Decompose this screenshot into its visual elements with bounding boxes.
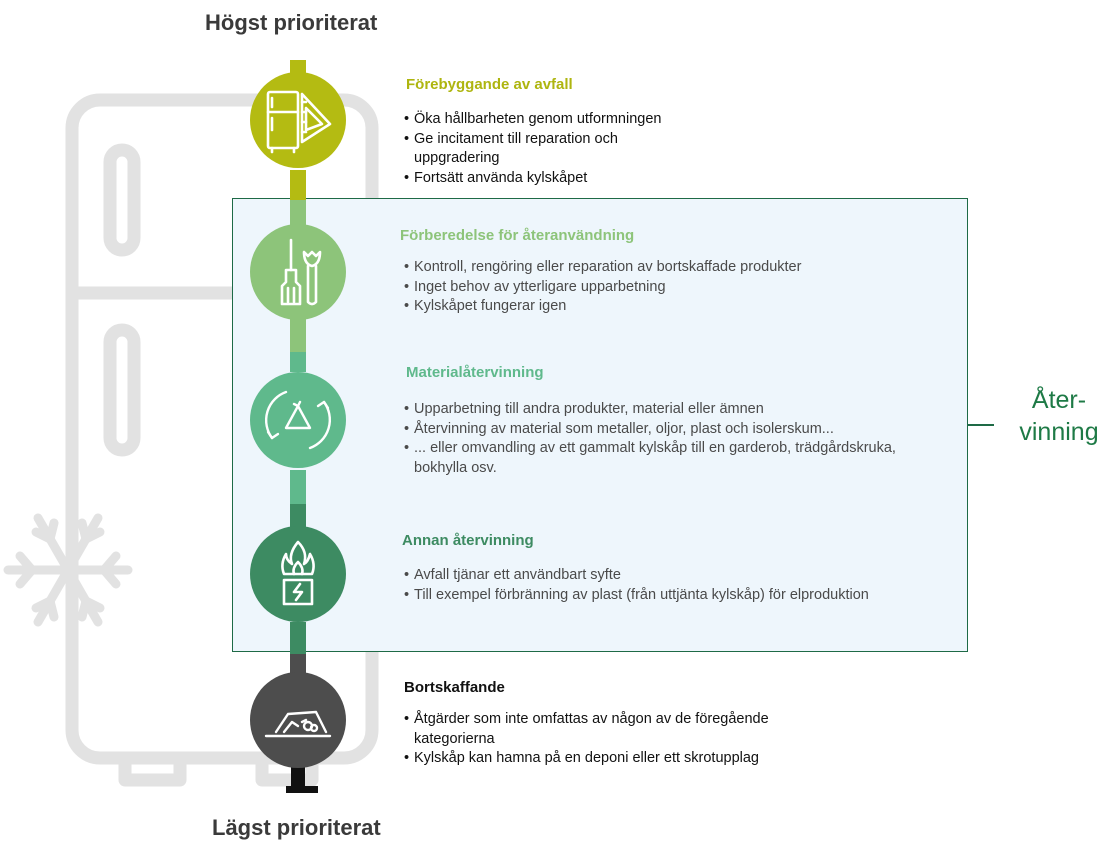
landfill-icon: [264, 710, 332, 738]
prevention-circle: [250, 72, 346, 168]
list-item: Ge incitament till reparation och uppgra…: [404, 130, 704, 169]
list-item: Fortsätt använda kylskåpet: [404, 169, 704, 189]
screwdriver-wrench-icon: [280, 238, 322, 306]
list-item: Kylskåp kan hamna på en deponi eller ett…: [404, 749, 844, 769]
prevention-title: Förebyggande av avfall: [406, 76, 573, 93]
spine-foot: [291, 766, 305, 788]
snowflake-icon: [3, 513, 133, 627]
list-item: Inget behov av ytterligare upparbetning: [404, 278, 924, 298]
recycling-title: Materialåtervinning: [406, 364, 544, 381]
recovery-label-line1: Åter-: [1031, 386, 1087, 414]
reuse-bullets: Kontroll, rengöring eller reparation av …: [404, 258, 924, 317]
list-item: Återvinning av material som metaller, ol…: [404, 420, 949, 440]
flame-energy-icon: [281, 540, 315, 606]
fridge-ruler-icon: [266, 90, 332, 154]
other-recovery-title: Annan återvinning: [402, 532, 534, 549]
highest-priority-label: Högst prioriterat: [205, 10, 378, 35]
prevention-bullets: Öka hållbarheten genom utformningen Ge i…: [404, 110, 704, 188]
list-item: Åtgärder som inte omfattas av någon av d…: [404, 710, 844, 749]
list-item: Kontroll, rengöring eller reparation av …: [404, 258, 924, 278]
list-item: Upparbetning till andra produkter, mater…: [404, 400, 949, 420]
recycling-bullets: Upparbetning till andra produkter, mater…: [404, 400, 949, 478]
recycle-icon: [265, 390, 331, 450]
disposal-circle: [250, 672, 346, 768]
spine-segment: [290, 504, 306, 530]
recycling-circle: [250, 372, 346, 468]
reuse-circle: [250, 224, 346, 320]
recovery-connector-line: [968, 424, 994, 426]
spine-segment: [290, 654, 306, 674]
list-item: Avfall tjänar ett användbart syfte: [404, 566, 884, 586]
list-item: ... eller omvandling av ett gammalt kyls…: [404, 439, 949, 478]
reuse-title: Förberedelse för återanvändning: [400, 227, 635, 244]
spine-segment: [290, 352, 306, 372]
recovery-side-label: Åter- vinning: [1000, 384, 1118, 448]
other-recovery-circle: [250, 526, 346, 622]
other-recovery-bullets: Avfall tjänar ett användbart syfte Till …: [404, 566, 884, 605]
list-item: Öka hållbarheten genom utformningen: [404, 110, 704, 130]
spine-segment: [290, 200, 306, 226]
spine-segment: [290, 470, 306, 510]
recovery-label-line2: vinning: [1019, 418, 1099, 446]
spine-foot-base: [286, 786, 318, 793]
lowest-priority-label: Lägst prioriterat: [212, 815, 381, 840]
disposal-bullets: Åtgärder som inte omfattas av någon av d…: [404, 710, 844, 769]
list-item: Till exempel förbränning av plast (från …: [404, 586, 884, 606]
list-item: Kylskåpet fungerar igen: [404, 297, 924, 317]
disposal-title: Bortskaffande: [404, 679, 505, 696]
